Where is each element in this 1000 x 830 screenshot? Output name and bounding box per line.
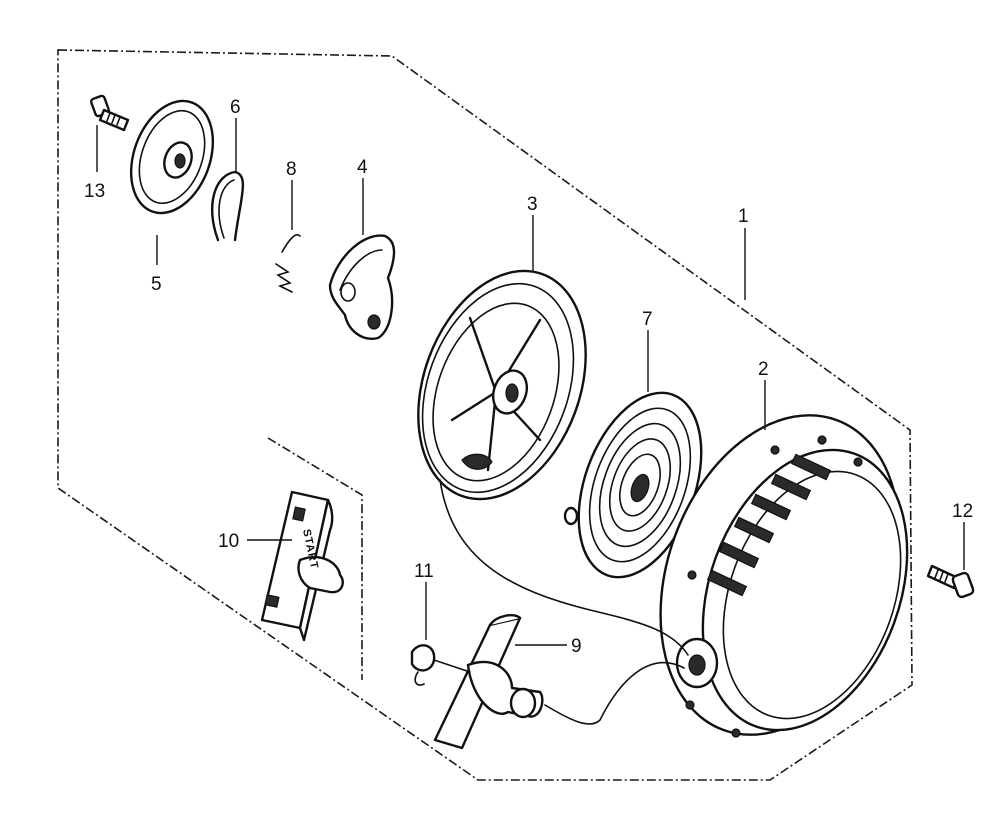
part-9-starter-grip	[433, 614, 544, 750]
part-2-starter-case	[659, 414, 909, 738]
leader-lines	[96, 118, 965, 646]
callout-12: 12	[952, 501, 973, 522]
part-7-recoil-spring	[563, 391, 703, 579]
callout-labels: 1 2 3 4 5 6 7 8 9 10 11 12 13	[84, 97, 973, 657]
alternate-handle-inset-outline	[267, 437, 363, 680]
callout-11: 11	[414, 561, 434, 582]
part-11-rope-knot	[410, 644, 471, 686]
callout-4: 4	[357, 157, 368, 178]
callout-3: 3	[527, 194, 538, 215]
part-12-bolt	[926, 564, 975, 599]
callout-8: 8	[286, 159, 297, 180]
part-4-ratchet-pawl	[328, 234, 396, 340]
part-5-friction-plate	[129, 99, 215, 215]
callout-10: 10	[218, 531, 239, 552]
callout-6: 6	[230, 97, 241, 118]
callout-7: 7	[642, 309, 653, 330]
callout-1: 1	[738, 206, 749, 227]
callout-9: 9	[571, 636, 582, 657]
part-6-spring-clip	[210, 170, 245, 242]
assembly-outline	[57, 49, 913, 781]
callout-13: 13	[84, 181, 105, 202]
part-13-bolt	[89, 94, 130, 132]
part-10-alternate-grip: START	[260, 490, 344, 642]
case-vent-slots	[706, 453, 832, 597]
part-3-starter-reel	[417, 269, 587, 501]
part-8-ratchet-spring	[275, 234, 301, 293]
starter-rope	[439, 479, 689, 725]
callout-5: 5	[151, 274, 162, 295]
callout-2: 2	[758, 359, 769, 380]
